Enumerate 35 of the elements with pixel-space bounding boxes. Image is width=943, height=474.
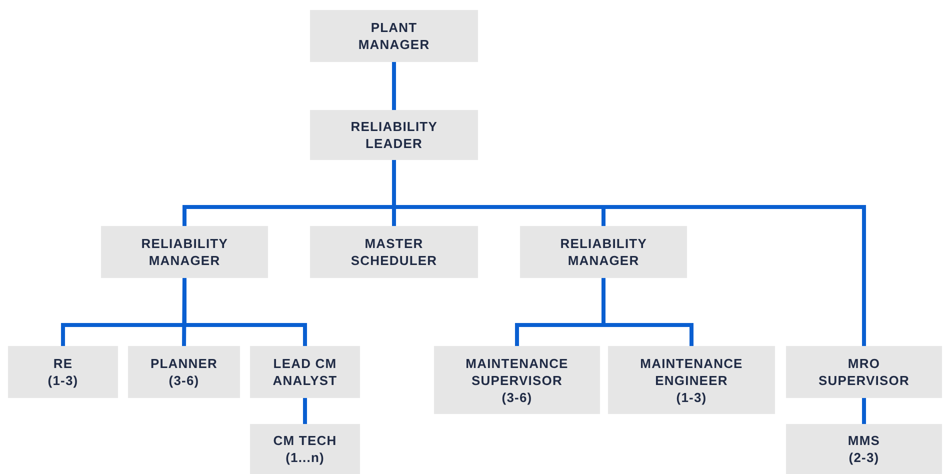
headcount-range: (1...n) bbox=[286, 449, 324, 466]
position-box bbox=[310, 10, 478, 62]
position-box bbox=[8, 346, 118, 398]
role-title: PLANNER bbox=[150, 355, 218, 372]
headcount-range: (1-3) bbox=[676, 388, 707, 406]
role-title: LEAD CM ANALYST bbox=[272, 355, 338, 389]
position-box bbox=[608, 346, 775, 414]
position-box bbox=[128, 346, 240, 398]
position-box bbox=[786, 346, 942, 398]
position-box bbox=[520, 226, 687, 278]
role-title: MRO SUPERVISOR bbox=[818, 355, 910, 389]
connector-line bbox=[392, 60, 396, 112]
position-box bbox=[250, 346, 360, 398]
role-title: MMS bbox=[848, 432, 880, 449]
position-box bbox=[310, 110, 478, 160]
position-box bbox=[434, 346, 600, 414]
connector-line bbox=[862, 396, 866, 426]
position-box bbox=[250, 424, 360, 474]
position-box bbox=[101, 226, 268, 278]
headcount-range: (3-6) bbox=[502, 388, 532, 406]
role-title: RELIABILITY LEADER bbox=[350, 118, 438, 152]
position-box bbox=[786, 424, 942, 474]
role-title: RELIABILITY MANAGER bbox=[141, 235, 228, 269]
headcount-range: (2-3) bbox=[848, 449, 880, 466]
position-box bbox=[310, 226, 478, 278]
role-title: PLANT MANAGER bbox=[358, 19, 430, 53]
role-title: MASTER SCHEDULER bbox=[350, 235, 438, 269]
headcount-range: (3-6) bbox=[168, 372, 200, 389]
role-title: RELIABILITY MANAGER bbox=[560, 235, 647, 269]
role-title: RE bbox=[53, 355, 73, 372]
role-title: MAINTENANCE ENGINEER bbox=[640, 354, 743, 388]
headcount-range: (1-3) bbox=[48, 372, 78, 389]
role-title: MAINTENANCE SUPERVISOR bbox=[466, 354, 568, 388]
role-title: CM TECH bbox=[273, 432, 337, 449]
connector-line bbox=[303, 396, 307, 426]
